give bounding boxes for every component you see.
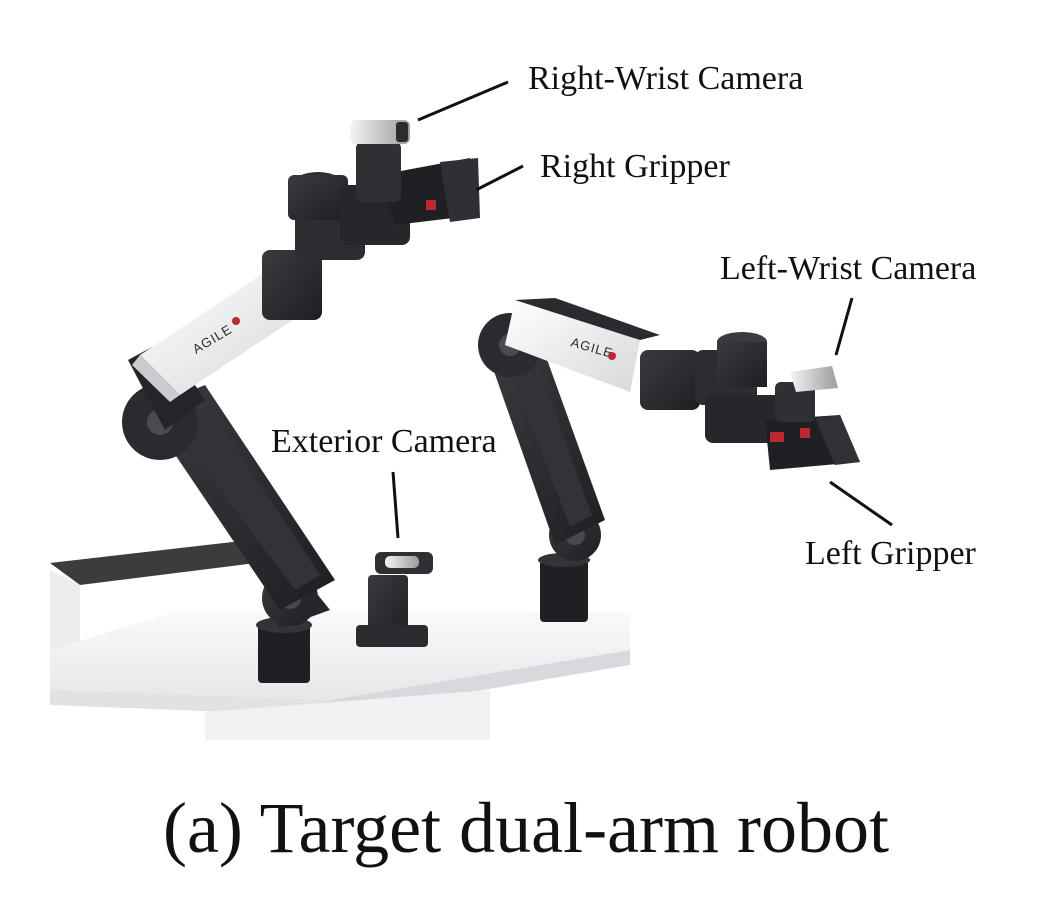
left-wrist-camera-label: Left-Wrist Camera xyxy=(720,250,977,287)
left-gripper-label: Left Gripper xyxy=(805,535,976,572)
exterior-camera xyxy=(356,552,433,647)
leader-left-wrist-camera xyxy=(834,297,854,356)
table xyxy=(50,610,630,740)
right-gripper-label: Right Gripper xyxy=(540,148,730,185)
figure-caption: (a) Target dual-arm robot xyxy=(162,788,889,868)
leader-left-gripper xyxy=(829,480,893,527)
leader-right-wrist-camera xyxy=(417,80,509,122)
right-arm: AGILE xyxy=(122,120,480,683)
right-wrist-camera-label: Right-Wrist Camera xyxy=(528,60,804,97)
leader-lines xyxy=(391,80,893,539)
exterior-camera-label: Exterior Camera xyxy=(271,423,497,460)
leader-right-gripper xyxy=(475,164,524,192)
leader-exterior-camera xyxy=(391,471,400,539)
left-arm: AGILE xyxy=(478,298,860,622)
